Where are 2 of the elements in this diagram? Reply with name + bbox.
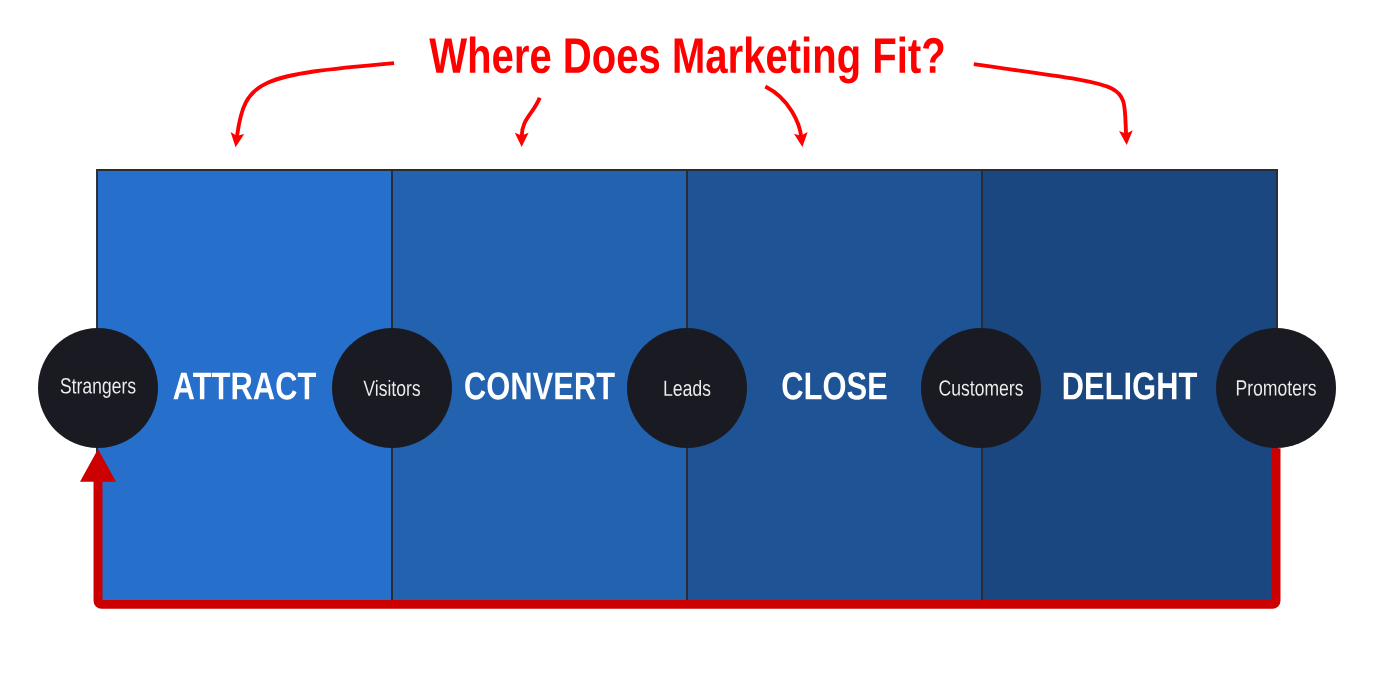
loop-arrow (80, 448, 1281, 609)
title: Where Does Marketing Fit? (429, 36, 944, 84)
